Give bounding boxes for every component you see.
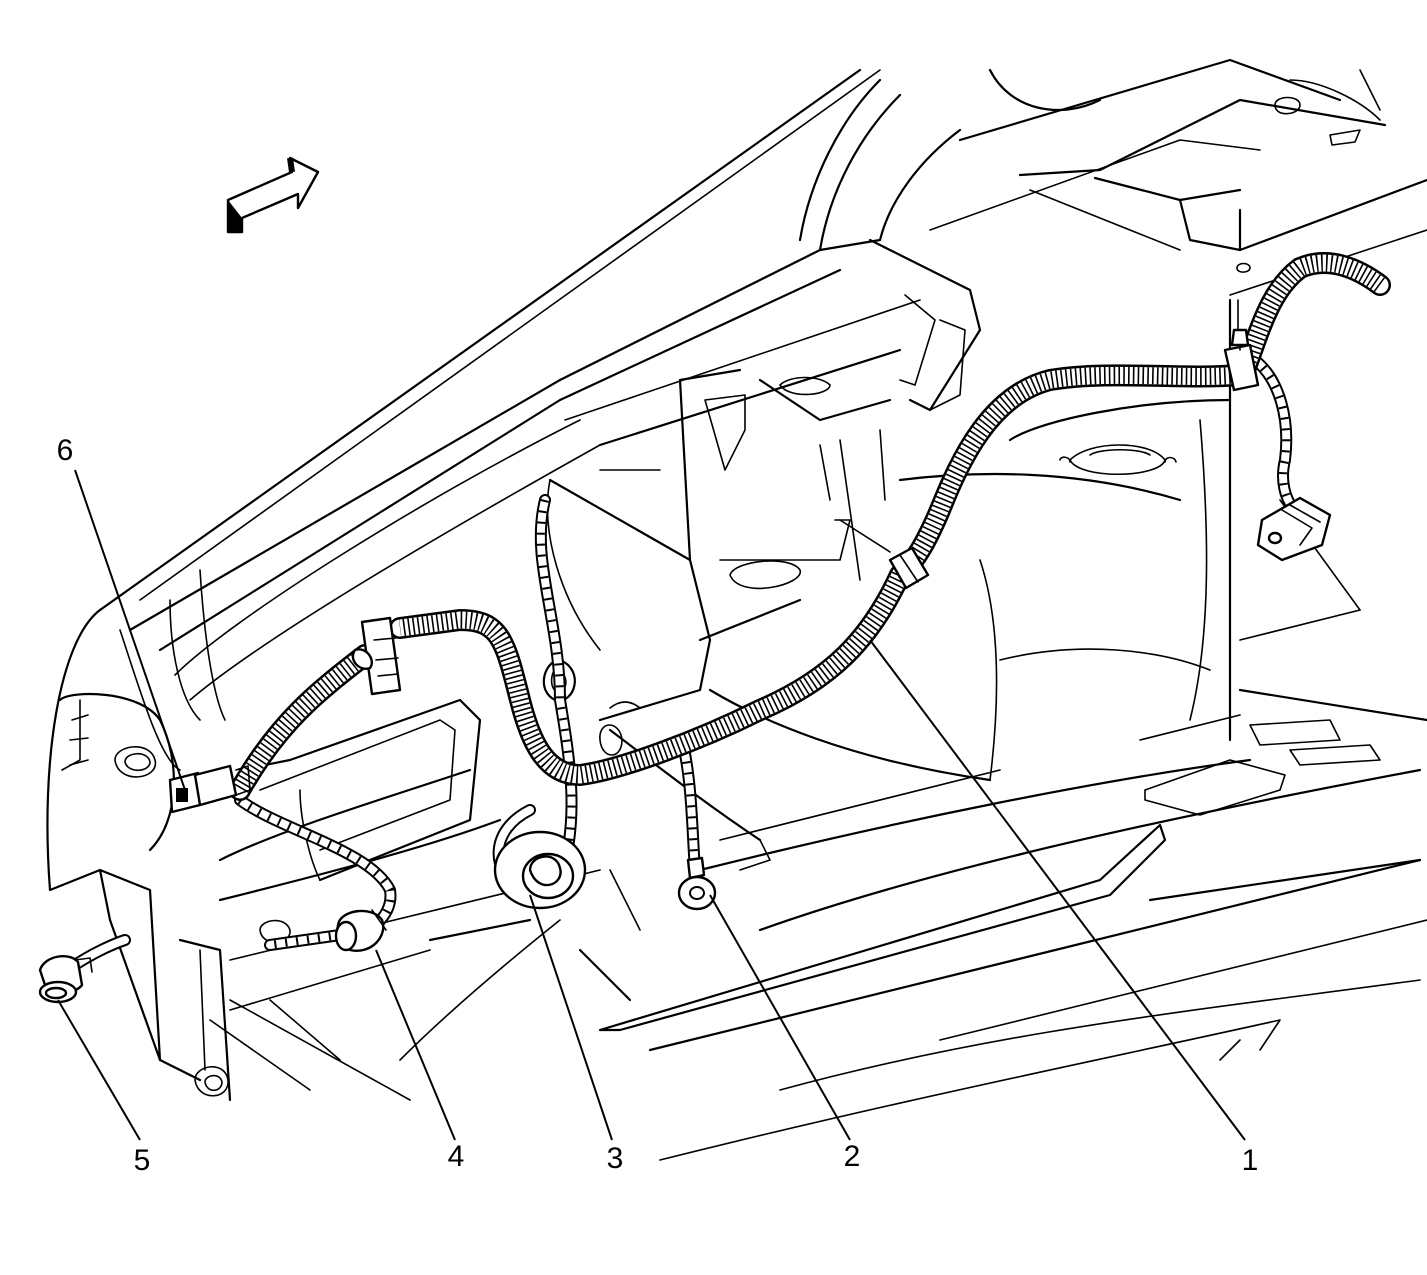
callout-5: 5 [134,1144,151,1177]
connector-6 [168,764,251,814]
vehicle-body-structure [46,58,1427,1161]
forward-arrow-icon [226,156,320,234]
connector-right [1256,496,1332,562]
sensor-5 [38,954,93,1004]
callout-4: 4 [448,1140,465,1173]
leader-2 [709,894,851,1141]
main-harness [229,252,1391,801]
callout-1: 1 [1242,1144,1259,1177]
leader-6 [74,469,186,791]
leader-3 [529,894,613,1141]
grommet-3 [493,830,587,910]
leader-1 [869,639,1246,1141]
callout-6: 6 [57,434,74,467]
callout-labels: 1 2 3 4 5 6 [57,434,1259,1177]
callout-3: 3 [607,1142,624,1175]
leader-5 [57,999,141,1141]
ring-terminal-2 [677,856,717,911]
callout-2: 2 [844,1140,861,1173]
leader-4 [375,949,456,1141]
callout-leaders [57,469,1246,1141]
connector-4 [334,909,387,952]
